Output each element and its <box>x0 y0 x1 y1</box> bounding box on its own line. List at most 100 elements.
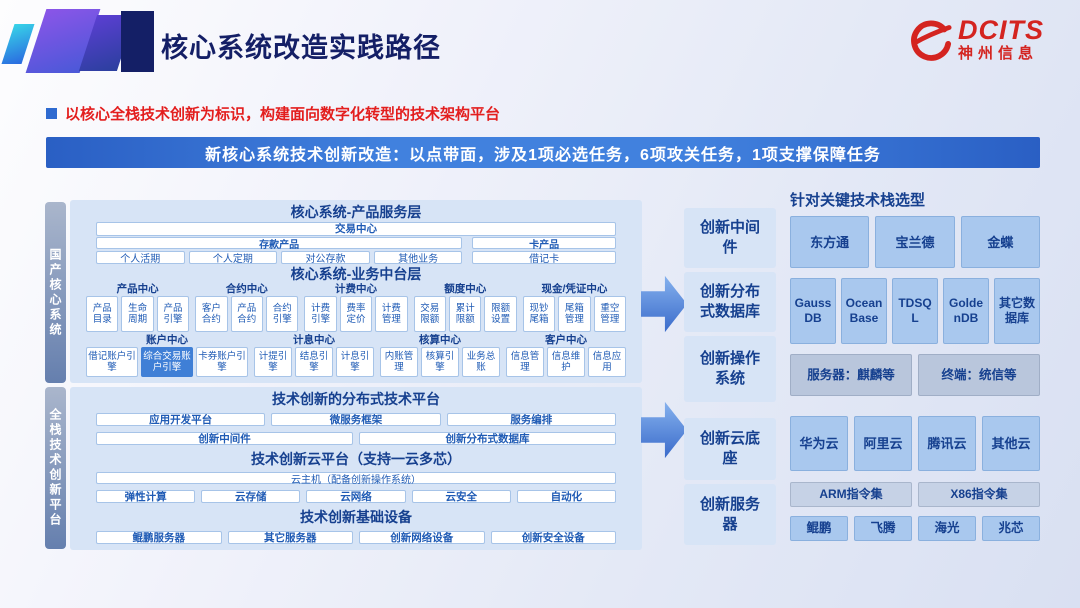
module-box: 重空管理 <box>593 296 627 333</box>
database-box: TDSQL <box>892 278 938 344</box>
platform-box: 创新中间件 <box>96 431 353 445</box>
center-items: 借记账户引擎 综合交易账户引擎 卡券账户引擎 <box>86 346 248 377</box>
cloud-box: 其他云 <box>982 416 1040 471</box>
center-name: 账户中心 <box>146 333 188 346</box>
cloud-row: 弹性计算 云存储 云网络 云安全 自动化 <box>96 490 617 504</box>
center-name: 客户中心 <box>545 333 587 346</box>
innovation-server-box: 创新服务器 <box>684 484 776 545</box>
innovation-cloud-base-box: 创新云底座 <box>684 418 776 480</box>
right-arrow-icon <box>641 401 687 459</box>
chip-box: 海光 <box>918 516 976 541</box>
center-name: 合约中心 <box>225 283 268 296</box>
center-group-contract: 合约中心 客户合约 产品合约 合约引擎 <box>195 283 299 333</box>
base-equipment-title: 技术创新基础设备 <box>300 509 412 526</box>
module-box: 计费引擎 <box>304 296 337 333</box>
module-box: 内账管理 <box>380 346 418 377</box>
center-name: 计费中心 <box>335 283 377 296</box>
equipment-box: 创新安全设备 <box>490 530 616 544</box>
module-box: 卡券账户引擎 <box>196 346 248 377</box>
tech-platform-panel: 技术创新的分布式技术平台 应用开发平台 微服务框架 服务编排 创新中间件 创新分… <box>70 387 642 550</box>
side-label-text: 国产核心系统 <box>48 247 62 338</box>
product-box: 其他业务 <box>373 251 463 265</box>
product-box: 对公存款 <box>281 251 370 265</box>
center-items: 交易限额 累计限额 限额设置 <box>413 296 517 333</box>
os-vendors-row: 服务器：麒麟等 终端：统信等 <box>790 354 1040 396</box>
cloud-box: 腾讯云 <box>918 416 976 471</box>
module-box: 计提引擎 <box>254 346 292 377</box>
dcits-swoosh-icon <box>911 20 952 61</box>
module-box: 业务总账 <box>462 346 500 377</box>
bullet-square-icon <box>46 108 57 119</box>
right-arrow-icon <box>641 275 687 333</box>
business-centers-row1: 产品中心 产品目录 生命周期 产品引擎 合约中心 客户合约 产品合约 合约引擎 … <box>86 283 627 333</box>
card-product-group: 卡产品 借记卡 <box>472 237 616 265</box>
center-group-accounting: 核算中心 内账管理 核算引擎 业务总账 <box>380 334 500 377</box>
module-box: 客户合约 <box>195 296 228 333</box>
module-box: 计费管理 <box>375 296 408 333</box>
deposit-items: 个人活期 个人定期 对公存款 其他业务 <box>96 251 463 265</box>
cloud-vendors-row: 华为云 阿里云 腾讯云 其他云 <box>790 416 1040 471</box>
database-vendors-row: GaussDB OceanBase TDSQL GoldenDB 其它数据库 <box>790 278 1040 344</box>
base-row: 鲲鹏服务器 其它服务器 创新网络设备 创新安全设备 <box>96 530 616 544</box>
center-group-customer: 客户中心 信息管理 信息维护 信息应用 <box>506 334 626 377</box>
module-box: 费率定价 <box>339 296 373 333</box>
logo-name: 神州信息 <box>958 45 1039 62</box>
product-groups: 存款产品 个人活期 个人定期 对公存款 其他业务 卡产品 借记卡 <box>96 237 616 265</box>
deposit-group-header: 存款产品 <box>96 237 463 251</box>
platform-box: 自动化 <box>516 490 617 504</box>
platform-box: 弹性计算 <box>96 490 196 504</box>
distributed-row2: 创新中间件 创新分布式数据库 <box>96 431 616 445</box>
platform-box: 应用开发平台 <box>96 412 266 426</box>
cloud-platform-title: 技术创新云平台（支持一云多芯） <box>251 450 461 467</box>
product-layer-title: 核心系统-产品服务层 <box>290 204 422 220</box>
page-title: 核心系统改造实践路径 <box>161 33 441 63</box>
center-group-limit: 额度中心 交易限额 累计限额 限额设置 <box>413 283 517 333</box>
os-box: 终端：统信等 <box>918 354 1040 396</box>
platform-box: 云网络 <box>306 490 406 504</box>
product-box: 个人定期 <box>188 251 278 265</box>
trade-center-bar: 交易中心 <box>96 221 616 236</box>
intro-bullet-line: 以核心全栈技术创新为标识，构建面向数字化转型的技术架构平台 <box>46 103 500 124</box>
module-box: 尾箱管理 <box>558 296 591 333</box>
business-layer-title: 核心系统-业务中台层 <box>290 265 422 282</box>
center-group-billing: 计费中心 计费引擎 费率定价 计费管理 <box>304 283 408 333</box>
module-box: 计息引擎 <box>336 346 374 377</box>
module-box: 合约引擎 <box>266 296 299 333</box>
distributed-platform-title: 技术创新的分布式技术平台 <box>272 391 440 407</box>
database-box: GoldenDB <box>943 278 989 344</box>
platform-box: 云安全 <box>411 490 511 504</box>
cloud-box: 华为云 <box>790 416 848 471</box>
cloud-box: 阿里云 <box>854 416 912 471</box>
module-box: 信息管理 <box>506 346 544 377</box>
chip-vendors-row: 鲲鹏 飞腾 海光 兆芯 <box>790 516 1040 541</box>
center-items: 信息管理 信息维护 信息应用 <box>506 346 626 377</box>
center-name: 现金/凭证中心 <box>541 283 608 296</box>
distributed-row1: 应用开发平台 微服务框架 服务编排 <box>96 412 616 426</box>
module-box-highlighted: 综合交易账户引擎 <box>141 346 193 377</box>
product-box: 借记卡 <box>472 251 616 265</box>
center-name: 额度中心 <box>444 283 487 296</box>
side-label-domestic-core: 国产核心系统 <box>45 202 66 383</box>
platform-box: 微服务框架 <box>271 412 441 426</box>
module-box: 生命周期 <box>121 296 154 333</box>
database-box: OceanBase <box>841 278 887 344</box>
cloud-host-bar: 云主机（配备创新操作系统） <box>96 472 616 486</box>
intro-text: 以核心全栈技术创新为标识，构建面向数字化转型的技术架构平台 <box>65 106 501 123</box>
instruction-set-row: ARM指令集 X86指令集 <box>790 482 1040 507</box>
equipment-box: 创新网络设备 <box>359 530 485 544</box>
vendor-box: 东方通 <box>790 216 870 268</box>
platform-box: 云存储 <box>201 490 301 504</box>
vendor-box: 宝兰德 <box>875 216 955 268</box>
os-box: 服务器：麒麟等 <box>790 354 912 396</box>
business-centers-row2: 账户中心 借记账户引擎 综合交易账户引擎 卡券账户引擎 计息中心 计提引擎 结息… <box>86 334 626 377</box>
deco-block-navy <box>121 11 154 72</box>
module-box: 借记账户引擎 <box>86 346 138 377</box>
banner: 新核心系统技术创新改造：以点带面，涉及1项必选任务，6项攻关任务，1项支撑保障任… <box>46 137 1040 168</box>
center-items: 计提引擎 结息引擎 计息引擎 <box>254 346 374 377</box>
module-box: 结息引擎 <box>295 346 333 377</box>
chip-box: 飞腾 <box>854 516 912 541</box>
module-box: 累计限额 <box>449 296 482 333</box>
tech-stack-title: 针对关键技术栈选型 <box>790 192 926 209</box>
center-items: 现钞尾箱 尾箱管理 重空管理 <box>522 296 627 333</box>
